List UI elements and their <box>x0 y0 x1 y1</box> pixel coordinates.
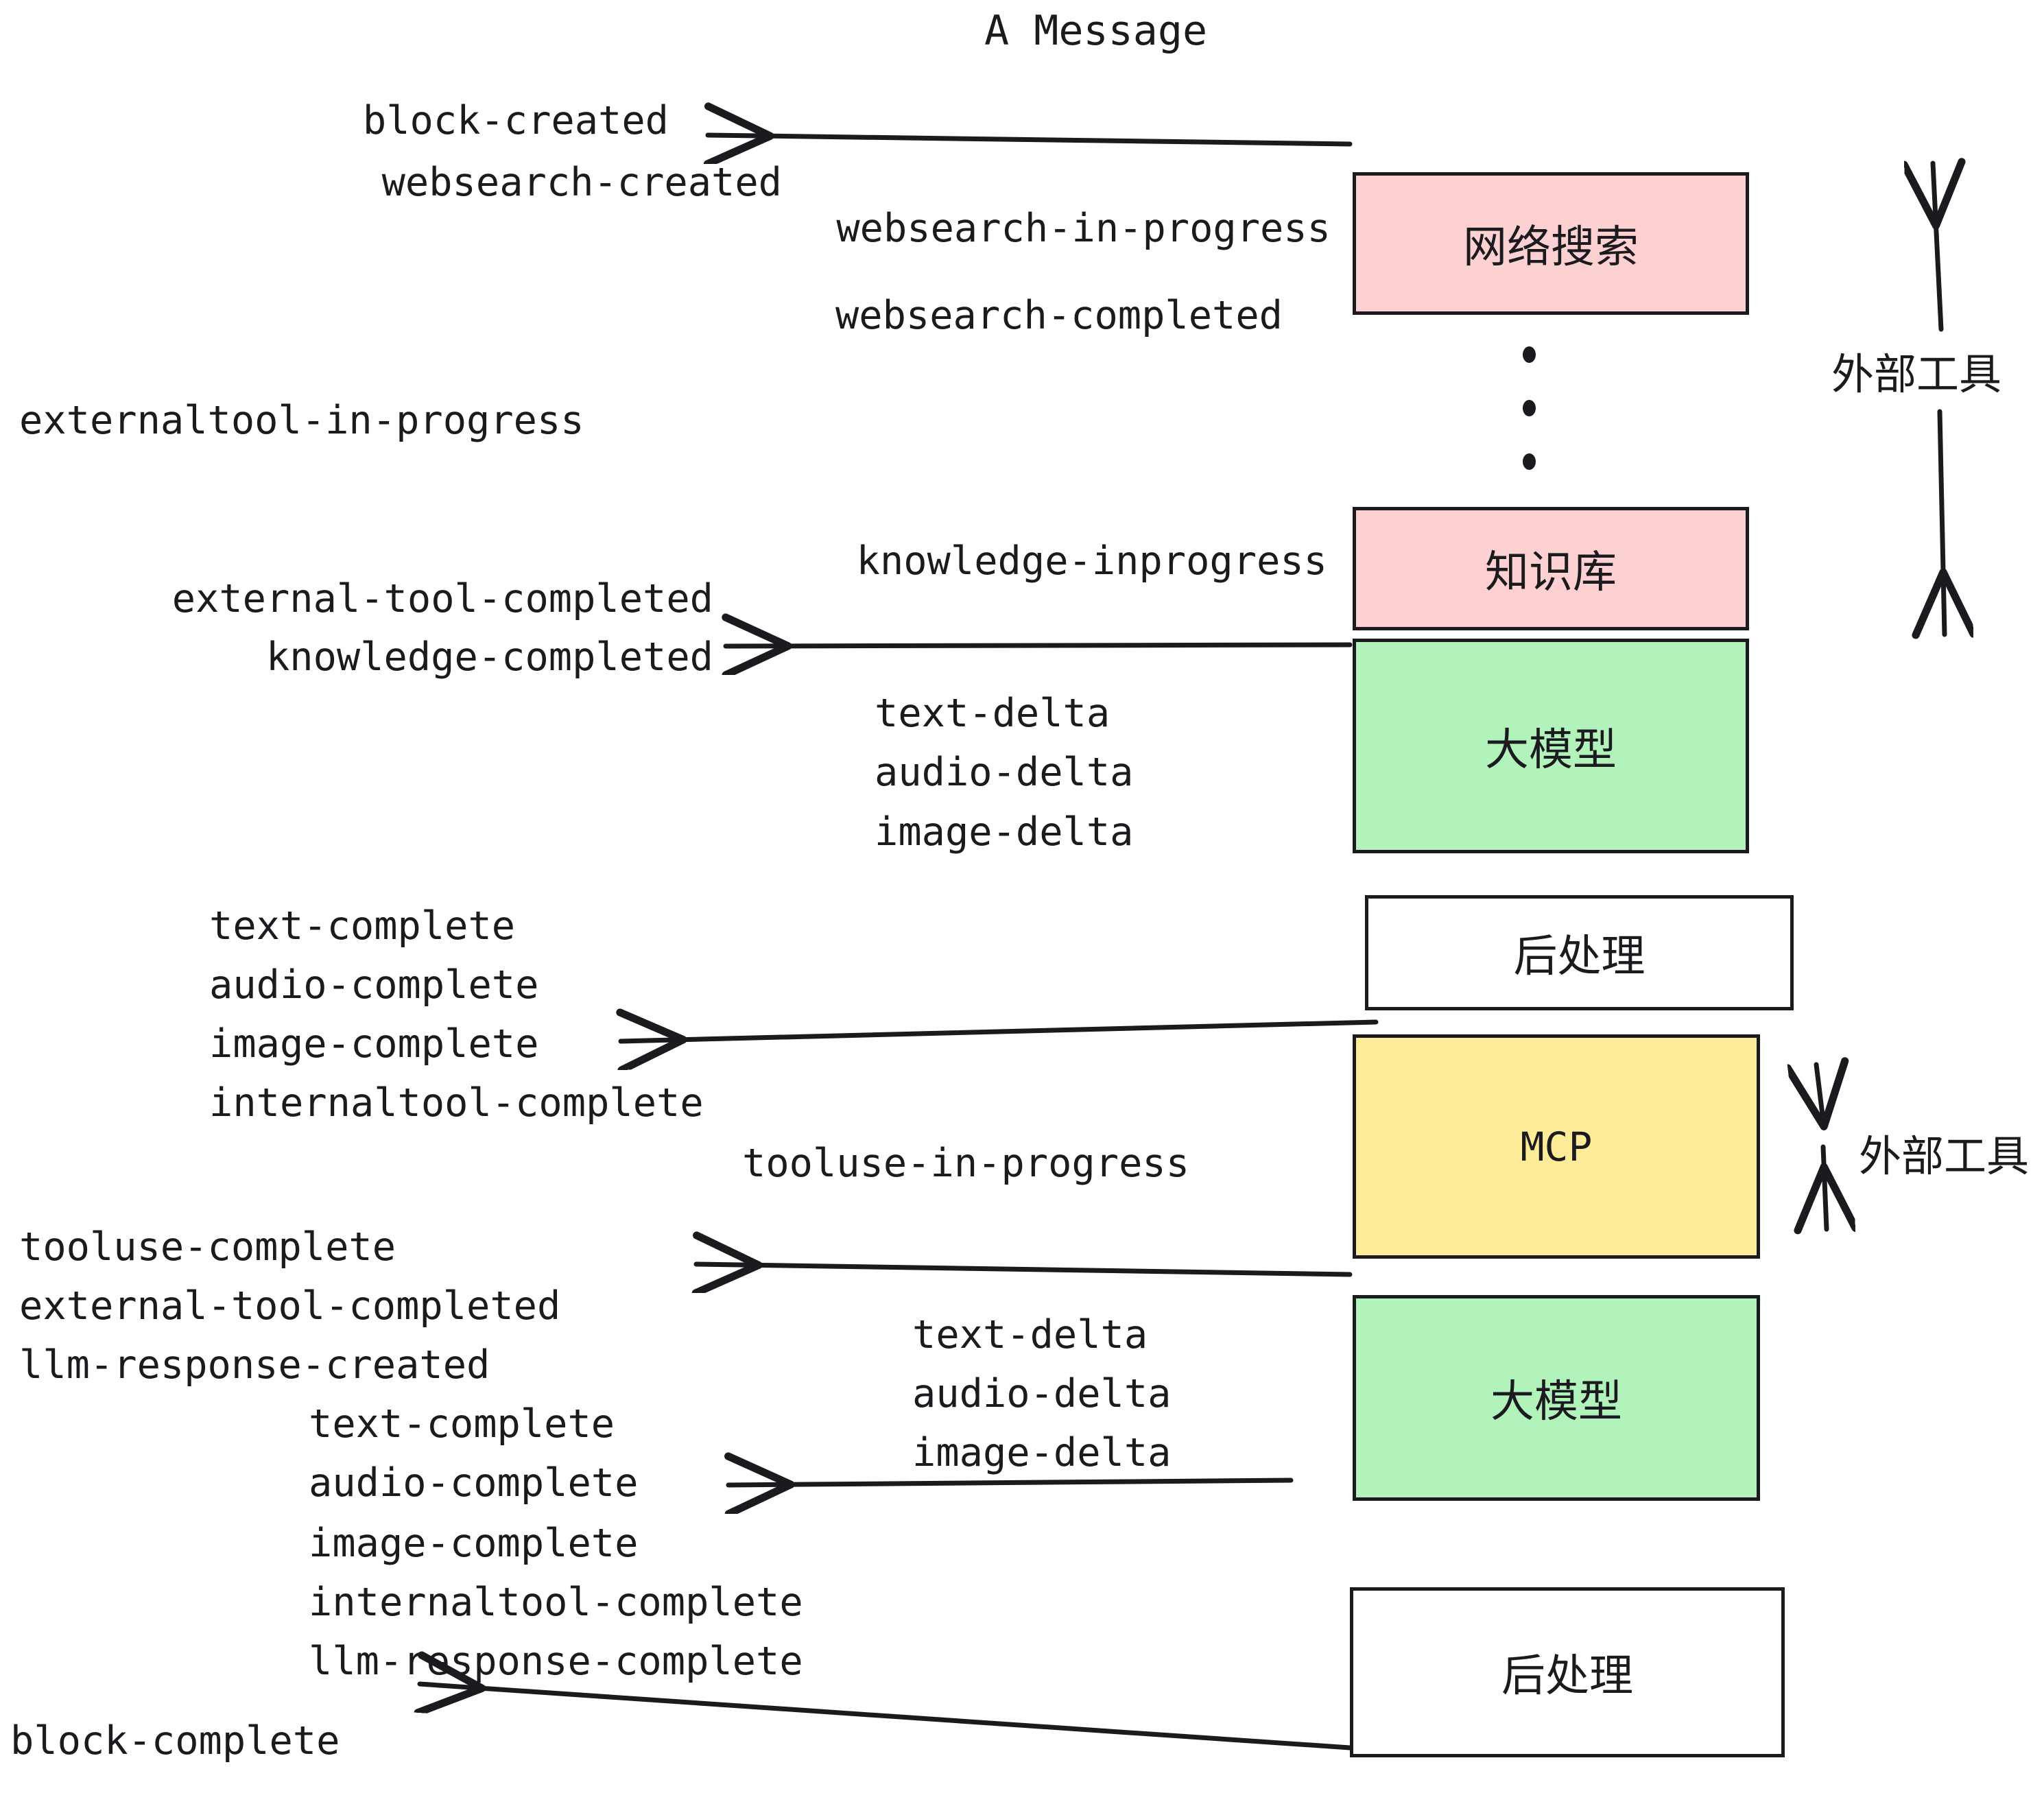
node-box-postprocess-1[interactable]: 后处理 <box>1365 895 1794 1010</box>
event-label-text-complete-1: text-complete <box>209 903 516 949</box>
node-label: 大模型 <box>1490 1377 1622 1427</box>
connector-external-tool-upper-down <box>1940 409 1945 634</box>
connector-knowledge-to-completed <box>726 645 1353 646</box>
connector-postprocess1-to-image-complete <box>621 1022 1379 1041</box>
node-label: 后处理 <box>1513 931 1645 982</box>
event-label-audio-delta-2: audio-delta <box>912 1371 1172 1416</box>
vertical-ellipsis-icon <box>1521 346 1536 470</box>
node-label: 网络搜索 <box>1463 222 1639 273</box>
event-label-websearch-created: websearch-created <box>381 160 782 205</box>
event-label-block-complete: block-complete <box>10 1718 340 1764</box>
event-label-external-tool-completed-1: external-tool-completed <box>171 576 713 621</box>
connector-mcp-to-tooluse-complete <box>696 1264 1353 1274</box>
event-label-internaltool-complete-2: internaltool-complete <box>309 1580 803 1625</box>
event-label-block-created: block-created <box>362 98 669 143</box>
event-label-text-delta-2: text-delta <box>912 1312 1148 1357</box>
event-label-external-tool-completed-2: external-tool-completed <box>19 1283 561 1329</box>
page-title: A Message <box>984 7 1208 55</box>
event-label-knowledge-completed: knowledge-completed <box>265 634 713 680</box>
connector-external-tool-upper-up <box>1933 163 1941 332</box>
event-label-internaltool-complete-1: internaltool-complete <box>209 1080 704 1126</box>
side-label-external-tool-lower: 外部工具 <box>1859 1131 2030 1181</box>
event-label-audio-delta-1: audio-delta <box>875 750 1134 795</box>
connector-external-tool-lower-up <box>1816 1065 1822 1115</box>
node-label: MCP <box>1520 1123 1593 1170</box>
node-label: 大模型 <box>1485 724 1617 776</box>
event-label-websearch-completed: websearch-completed <box>835 293 1283 338</box>
event-label-tooluse-in-progress: tooluse-in-progress <box>742 1141 1190 1186</box>
node-box-mcp[interactable]: MCP <box>1353 1034 1760 1259</box>
event-label-llm-response-created: llm-response-created <box>19 1342 490 1388</box>
node-label: 后处理 <box>1501 1651 1633 1702</box>
connector-llm2-to-audio-complete <box>728 1480 1294 1485</box>
event-label-externaltool-in-progress: externaltool-in-progress <box>19 398 584 443</box>
node-box-llm-2[interactable]: 大模型 <box>1353 1295 1760 1501</box>
event-label-llm-response-complete: llm-response-complete <box>309 1639 803 1684</box>
node-box-llm-1[interactable]: 大模型 <box>1353 639 1749 853</box>
event-label-image-complete-1: image-complete <box>209 1021 539 1067</box>
connector-websearch-to-created <box>708 135 1353 144</box>
event-label-audio-complete-2: audio-complete <box>309 1460 639 1506</box>
event-label-audio-complete-1: audio-complete <box>209 962 539 1008</box>
event-label-image-delta-2: image-delta <box>912 1430 1172 1475</box>
event-label-tooluse-complete: tooluse-complete <box>19 1224 396 1270</box>
event-label-image-delta-1: image-delta <box>875 809 1134 855</box>
node-box-websearch[interactable]: 网络搜索 <box>1353 172 1749 315</box>
event-label-text-delta-1: text-delta <box>875 691 1110 736</box>
side-label-external-tool-upper: 外部工具 <box>1831 349 2002 399</box>
event-label-text-complete-2: text-complete <box>309 1401 615 1447</box>
connector-postprocess2-to-block-complete <box>420 1684 1353 1750</box>
event-label-knowledge-inprogress: knowledge-inprogress <box>856 538 1327 584</box>
connector-external-tool-lower-down <box>1823 1144 1827 1229</box>
node-box-knowledge[interactable]: 知识库 <box>1353 507 1749 630</box>
node-box-postprocess-2[interactable]: 后处理 <box>1350 1587 1785 1757</box>
event-label-image-complete-2: image-complete <box>309 1521 639 1566</box>
event-label-websearch-in-progress: websearch-in-progress <box>836 206 1331 251</box>
node-label: 知识库 <box>1485 547 1617 598</box>
